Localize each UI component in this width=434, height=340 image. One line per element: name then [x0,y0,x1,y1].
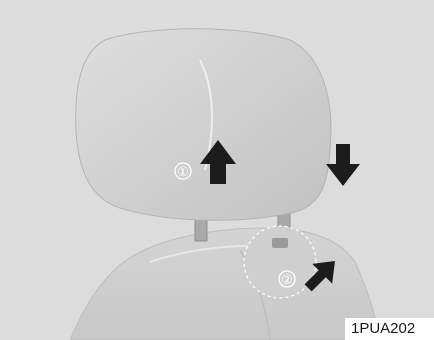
svg-text:②: ② [281,272,293,287]
headrest [76,29,331,221]
step-1-marker: ① [175,163,191,179]
release-button-highlight [244,226,316,298]
step-2-marker: ② [279,271,295,287]
release-button [272,238,288,248]
svg-text:①: ① [177,164,189,179]
image-code-label: 1PUA202 [345,318,434,340]
